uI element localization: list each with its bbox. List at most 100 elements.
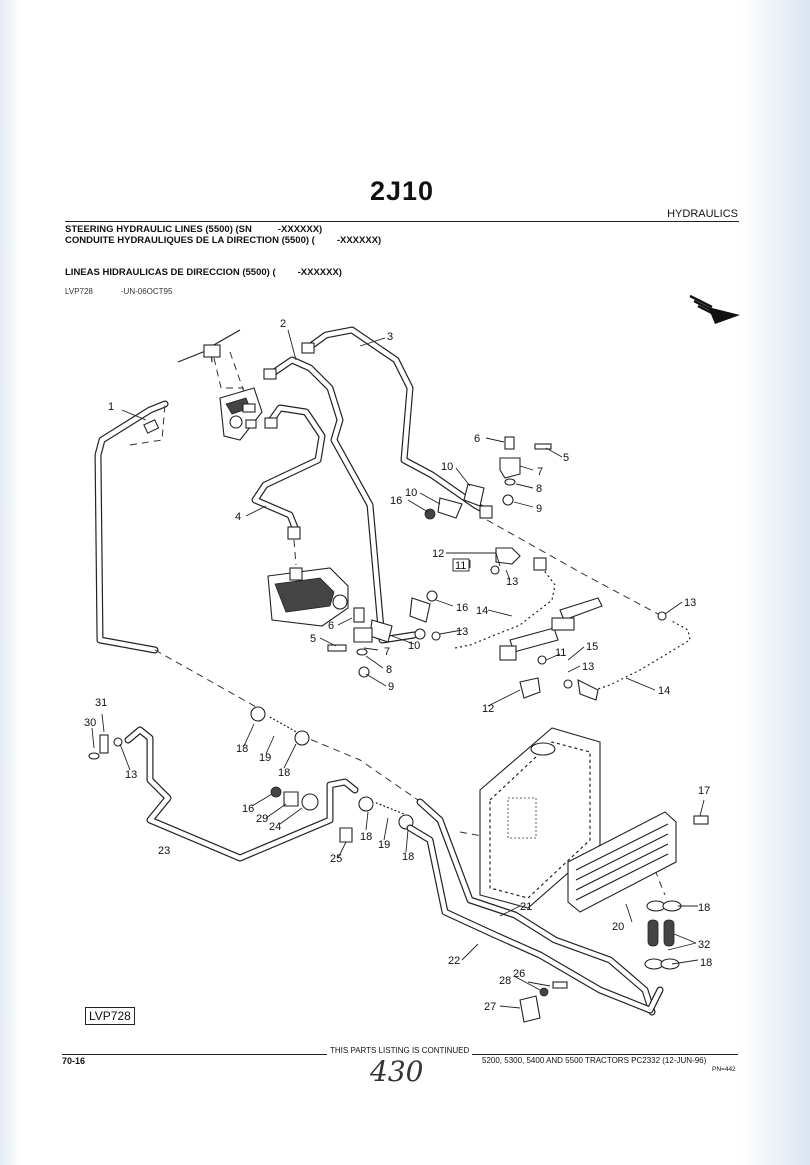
callout-23: 23 (158, 845, 170, 857)
tube-3 (301, 326, 493, 519)
models-line: 5200, 5300, 5400 AND 5500 TRACTORS PC233… (482, 1056, 707, 1065)
callout-24: 24 (269, 821, 281, 833)
callout-28: 28 (499, 975, 511, 987)
hardware-items (327, 436, 552, 678)
callout-16-left: 16 (242, 803, 254, 815)
callout-14-lower: 14 (658, 685, 670, 697)
callout-5-upper: 5 (563, 452, 569, 464)
callout-11-upper: 11 (455, 560, 466, 572)
callout-8-upper: 8 (536, 483, 542, 495)
callout-16-upper: 16 (390, 495, 402, 507)
callout-6-upper: 6 (474, 433, 480, 445)
callout-1: 1 (108, 401, 114, 413)
bracket-27 (519, 981, 568, 1023)
tube-21 (416, 798, 656, 1016)
hydraulic-pump (267, 567, 349, 627)
callout-21: 21 (520, 901, 532, 913)
section-name: HYDRAULICS (667, 208, 738, 220)
figure-reference: LVP728 -UN-06OCT95 (65, 287, 172, 296)
callout-6-lower: 6 (328, 620, 334, 632)
callout-13-left: 13 (125, 769, 137, 781)
callout-18-c: 18 (360, 831, 372, 843)
callout-leaders (91, 329, 705, 1009)
handwritten-number: 430 (370, 1055, 424, 1088)
callout-13-lower: 13 (582, 661, 594, 673)
callout-15: 15 (586, 641, 598, 653)
callout-11-lower: 11 (555, 647, 566, 659)
callout-13-upper: 13 (506, 576, 518, 588)
title-spanish: LINEAS HIDRAULICAS DE DIRECCION (5500) (… (65, 267, 342, 278)
fitting-24-29 (270, 786, 353, 843)
orientation-arrow-icon (689, 294, 740, 324)
hose-14-upper (454, 557, 557, 650)
title-french-a: CONDUITE HYDRAULIQUES DE LA DIRECTION (5… (65, 235, 315, 246)
title-english-a: STEERING HYDRAULIC LINES (5500) (SN (65, 224, 252, 235)
callout-2: 2 (280, 318, 286, 330)
pn-label: PN=442 (712, 1066, 736, 1073)
tube-23 (124, 726, 359, 862)
cooler-hoses-32 (644, 900, 682, 970)
title-english-b: -XXXXXX) (277, 224, 323, 235)
callout-5-lower: 5 (310, 633, 316, 645)
figure-reference-b: -UN-06OCT95 (120, 287, 173, 296)
callout-18-f: 18 (700, 957, 712, 969)
callout-4: 4 (235, 511, 241, 523)
callout-27: 27 (484, 1001, 496, 1013)
callout-17: 17 (698, 785, 710, 797)
document-code: 2J10 (370, 176, 435, 206)
steering-wheel (162, 318, 258, 378)
tube-4 (251, 404, 326, 540)
callout-13-right: 13 (684, 597, 696, 609)
callout-numbers: 1 2 3 4 6 5 7 8 9 10 10 16 12 11 13 16 1… (84, 318, 712, 1013)
title-french-b: -XXXXXX) (336, 235, 382, 246)
callout-30: 30 (84, 717, 96, 729)
callout-12-upper: 12 (432, 548, 444, 560)
callout-26: 26 (513, 968, 525, 980)
callout-10-lower: 10 (408, 640, 420, 652)
callout-9-lower: 9 (388, 681, 394, 693)
hose-14-lower (594, 611, 692, 692)
oil-cooler (567, 811, 709, 913)
callout-19-a: 19 (259, 752, 271, 764)
steering-valve (219, 387, 263, 441)
scan-edge-right (740, 0, 810, 1165)
fittings-cluster (490, 547, 603, 701)
callout-13-mid: 13 (456, 626, 468, 638)
figure-reference-a: LVP728 (65, 287, 93, 296)
callout-32: 32 (698, 939, 710, 951)
callout-16-mid: 16 (456, 602, 468, 614)
figure-label: LVP728 (85, 1007, 135, 1025)
page-number: 70-16 (62, 1056, 86, 1066)
callout-7-upper: 7 (537, 466, 543, 478)
title-spanish-a: LINEAS HIDRAULICAS DE DIRECCION (5500) ( (65, 267, 276, 278)
title-spanish-b: -XXXXXX) (297, 267, 342, 278)
callout-22: 22 (448, 955, 460, 967)
tube-22 (406, 824, 664, 1014)
hose-19-lower (358, 796, 414, 830)
callout-20: 20 (612, 921, 624, 933)
title-english: STEERING HYDRAULIC LINES (5500) (SN -XXXX… (65, 224, 322, 235)
callout-19-b: 19 (378, 839, 390, 851)
callout-18-e: 18 (698, 902, 710, 914)
scan-edge-left (0, 0, 22, 1165)
title-french: CONDUITE HYDRAULIQUES DE LA DIRECTION (5… (65, 235, 381, 246)
tube-2 (263, 356, 418, 644)
callout-9-upper: 9 (536, 503, 542, 515)
callout-18-b: 18 (278, 767, 290, 779)
callout-12-lower: 12 (482, 703, 494, 715)
hose-19-upper (250, 706, 310, 746)
header-rule (65, 221, 739, 222)
callout-10-upper-b: 10 (405, 487, 417, 499)
callout-18-d: 18 (402, 851, 414, 863)
callout-8-lower: 8 (386, 664, 392, 676)
continued-note: THIS PARTS LISTING IS CONTINUED (327, 1046, 473, 1055)
callout-14-upper: 14 (476, 605, 488, 617)
callout-31: 31 (95, 697, 107, 709)
callout-18-a: 18 (236, 743, 248, 755)
tube-1 (94, 400, 169, 654)
callout-3: 3 (387, 331, 393, 343)
callout-25: 25 (330, 853, 342, 865)
callout-29: 29 (256, 813, 268, 825)
callout-7-lower: 7 (384, 646, 390, 658)
